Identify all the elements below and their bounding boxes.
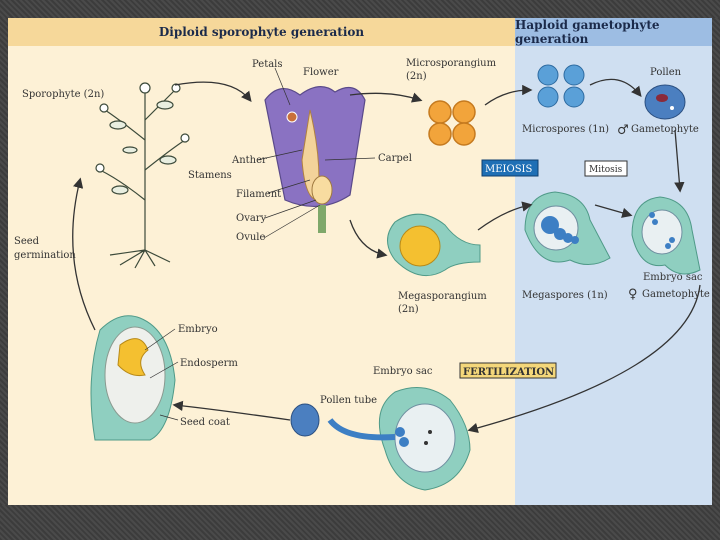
meiosis-label: MEIOSIS xyxy=(485,164,532,175)
fertilization-label: FERTILIZATION xyxy=(463,367,554,378)
microsporangium-label: Microsporangium xyxy=(406,58,497,69)
male-gametophyte-label: Gametophyte xyxy=(631,124,699,135)
germination-label: germination xyxy=(14,250,76,261)
haploid-header: Haploid gametophyte generation xyxy=(515,18,712,46)
fertilization-badge xyxy=(459,362,557,379)
left-border xyxy=(0,18,8,505)
anther-label: Anther xyxy=(231,155,267,166)
seed-coat-label: Seed coat xyxy=(180,417,230,428)
diploid-header: Diploid sporophyte generation xyxy=(8,18,515,46)
bottom-border xyxy=(0,505,720,540)
mitosis-label: Mitosis xyxy=(589,165,623,175)
pollen-label: Pollen xyxy=(650,67,682,78)
embryo-sac-2-label: Embryo sac xyxy=(373,366,433,377)
megasporangium-ploidy: (2n) xyxy=(398,304,419,315)
megasporangium-label: Megasporangium xyxy=(398,291,487,302)
right-border xyxy=(712,18,720,505)
endosperm-label: Endosperm xyxy=(180,358,238,369)
petals-label: Petals xyxy=(252,59,283,70)
microsporangium-ploidy: (2n) xyxy=(406,71,427,82)
seed-label: Seed xyxy=(14,236,40,247)
flower-label: Flower xyxy=(303,67,339,78)
flower xyxy=(264,86,366,233)
cycle-arrows xyxy=(72,78,701,433)
top-border xyxy=(0,0,720,18)
sporophyte-label: Sporophyte (2n) xyxy=(22,89,104,100)
microspores-label: Microspores (1n) xyxy=(522,124,609,135)
filament-label: Filament xyxy=(236,189,281,200)
male-symbol: ♂ xyxy=(617,123,629,138)
microsporangium xyxy=(428,100,476,146)
ovary-label: Ovary xyxy=(236,213,267,224)
leader-lines xyxy=(144,67,376,421)
embryo-label: Embryo xyxy=(178,324,218,335)
ovule-label: Ovule xyxy=(236,232,265,243)
carpel-label: Carpel xyxy=(378,153,412,164)
meiosis-badge xyxy=(481,159,539,177)
mitosis-badge xyxy=(584,160,628,177)
female-symbol: ♀ xyxy=(628,287,638,302)
fertilization-embryo-sac xyxy=(290,387,471,491)
microspores xyxy=(537,64,585,108)
pollen-tube-label: Pollen tube xyxy=(320,395,377,406)
pollen-grain xyxy=(644,84,686,120)
megaspores xyxy=(524,191,611,265)
stamens-label: Stamens xyxy=(188,170,232,181)
sporophyte-plant xyxy=(95,82,190,269)
embryo-sac-label: Embryo sac xyxy=(643,272,703,283)
female-gametophyte-label: Gametophyte xyxy=(642,289,710,300)
megaspores-label: Megaspores (1n) xyxy=(522,290,608,301)
seed xyxy=(90,315,176,441)
megasporangium xyxy=(387,213,481,277)
embryo-sac-gametophyte xyxy=(631,196,701,275)
